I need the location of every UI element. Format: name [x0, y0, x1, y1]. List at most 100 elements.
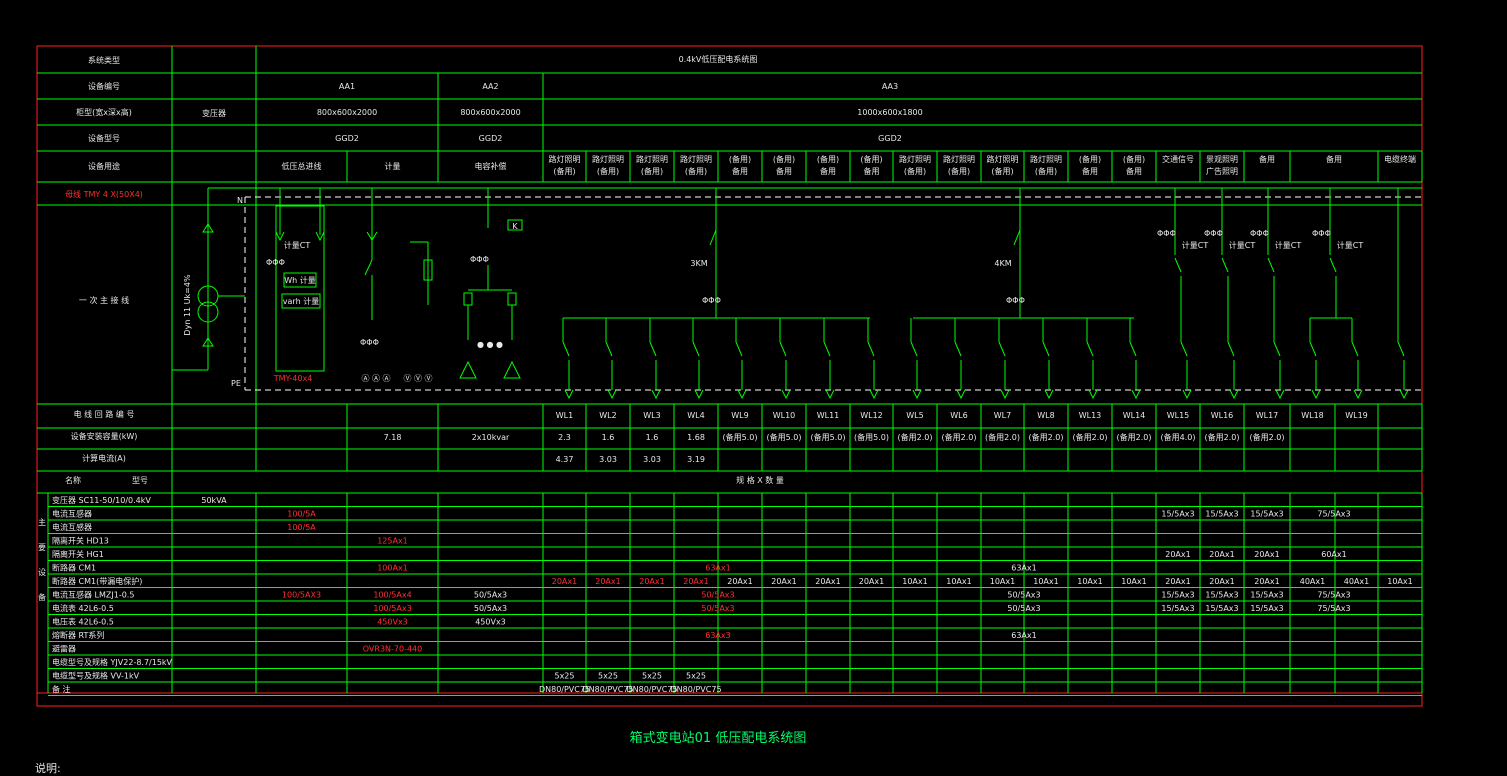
arrow-icon: [315, 231, 325, 242]
leakage-breaker-value: 20Ax1: [727, 577, 752, 586]
arrow-icon: [202, 223, 214, 233]
feeder-use: 备用: [1126, 166, 1142, 176]
energy-meter-label: Wh 计量: [284, 275, 316, 285]
feeder-use: (备用): [729, 154, 751, 164]
ct-symbol: ΦΦΦ: [702, 296, 721, 305]
equipment-value: 450Vx3: [475, 618, 506, 627]
feeder-use: (备用): [904, 166, 926, 176]
branch-breaker-contact: [1180, 341, 1188, 357]
ct-value: 15/5Ax3: [1205, 510, 1238, 519]
feeder-use: 备用: [732, 166, 748, 176]
current-value: 3.19: [687, 455, 705, 464]
capacitor-icon: [459, 360, 477, 379]
ct-value: 75/5Ax3: [1317, 591, 1350, 600]
breaker-value: 63Ax1: [705, 564, 730, 573]
arrow-icon: [564, 389, 574, 400]
arrow-icon: [651, 389, 661, 400]
feeder-use: 备用: [864, 166, 880, 176]
branch-breaker-contact: [1227, 341, 1235, 357]
energy-meter-box: [283, 272, 317, 288]
equipment-value: 100/5Ax3: [373, 604, 411, 613]
ct-value: 50/5Ax3: [701, 591, 734, 600]
arrow-icon: [825, 389, 835, 400]
capacity-value: (备用2.0): [1205, 432, 1240, 442]
equipment-name: 电流互感器: [52, 509, 92, 519]
capacity-value: (备用2.0): [898, 432, 933, 442]
header-row-label: 设备型号: [88, 133, 120, 143]
equipment-name: 电流互感器: [52, 522, 92, 532]
equipment-name: 电缆型号及规格 YJV22-8.7/15kV: [52, 657, 173, 667]
breaker-value: 63Ax1: [1011, 564, 1036, 573]
capacity-value: (备用2.0): [985, 432, 1020, 442]
capacity-value: 2x10kvar: [472, 433, 510, 442]
arrester-icon: [423, 259, 433, 281]
branch-breaker-contact: [562, 341, 570, 357]
equipment-value: 100/5A: [287, 510, 316, 519]
transformer-rating: Dyn 11 Uk=4%: [183, 274, 192, 336]
branch-breaker-contact: [1309, 341, 1317, 357]
circuit-number: WL2: [599, 411, 616, 420]
panel-id: AA3: [882, 82, 898, 91]
continuation-dots-icon: ● ● ●: [477, 340, 503, 349]
leakage-breaker-value: 10Ax1: [1121, 577, 1146, 586]
branch-breaker-contact: [998, 341, 1006, 357]
capacity-value: 1.6: [602, 433, 615, 442]
ct-label: 计量CT: [1182, 240, 1209, 250]
arrow-icon: [1399, 389, 1409, 400]
capacity-value: (备用5.0): [854, 432, 889, 442]
arrow-icon: [781, 389, 791, 400]
cable-conduit: DN80/PVC75: [626, 685, 677, 694]
branch-breaker-contact: [779, 341, 787, 357]
capacity-value: (备用5.0): [811, 432, 846, 442]
bus-spec-label: TMY-40x4: [273, 374, 313, 383]
circuit-row-label: 电 线 回 路 编 号: [74, 409, 135, 419]
arrow-icon: [275, 231, 285, 242]
feeder-use: 电缆终端: [1384, 154, 1416, 164]
ct-symbol: ΦΦΦ: [1204, 229, 1223, 238]
ammeter-value: 15/5Ax3: [1161, 604, 1194, 613]
branch-breaker-contact: [1086, 341, 1094, 357]
header-row-label: 设备编号: [88, 81, 120, 91]
ct-value: 15/5Ax3: [1250, 510, 1283, 519]
busbar-row-label: 母线 TMY 4 X(50X4): [65, 189, 143, 199]
circuit-number: WL7: [994, 411, 1011, 420]
circuit-number: WL8: [1037, 411, 1054, 420]
leakage-breaker-value: 10Ax1: [1033, 577, 1058, 586]
arrow-icon: [1229, 389, 1239, 400]
arrow-icon: [1131, 389, 1141, 400]
leakage-breaker-value: 10Ax1: [1077, 577, 1102, 586]
contactor-label: 3KM: [690, 259, 707, 268]
equipment-name: 备 注: [52, 684, 71, 694]
arrow-icon: [1000, 389, 1010, 400]
feeder-use: (备用): [553, 166, 575, 176]
model-header: 型号: [132, 476, 148, 485]
panel-model: GGD2: [479, 134, 503, 143]
circuit-number: WL9: [731, 411, 748, 420]
spec-header: 规 格 X 数 量: [736, 475, 784, 485]
feeder-use: 路灯照明: [636, 154, 668, 164]
equipment-value: 100/5AX3: [282, 591, 321, 600]
branch-breaker-contact: [649, 341, 657, 357]
equipment-value: 50/5Ax3: [474, 604, 507, 613]
ct-symbol: ΦΦΦ: [1312, 229, 1331, 238]
feeder-use: 路灯照明: [680, 154, 712, 164]
switch-value: 20Ax1: [1165, 550, 1190, 559]
branch-breaker-contact: [1351, 341, 1359, 357]
system-type-title: 0.4kV低压配电系统图: [679, 54, 758, 64]
branch-breaker-contact: [823, 341, 831, 357]
k-label-box: [507, 219, 523, 231]
current-value: 3.03: [599, 455, 617, 464]
equipment-value: 50/5Ax3: [474, 591, 507, 600]
capacity-value: (备用2.0): [1073, 432, 1108, 442]
feeder-use: (备用): [773, 154, 795, 164]
feeder-use: (备用): [685, 166, 707, 176]
capacity-value: (备用2.0): [1117, 432, 1152, 442]
ct-symbol: ΦΦΦ: [1250, 229, 1269, 238]
capacity-value: (备用5.0): [723, 432, 758, 442]
feeder-use: 路灯照明: [549, 154, 581, 164]
feeder-use: (备用): [597, 166, 619, 176]
leakage-breaker-value: 20Ax1: [771, 577, 796, 586]
var-meter-label: varh 计量: [283, 296, 319, 306]
feeder-use: 路灯照明: [943, 154, 975, 164]
